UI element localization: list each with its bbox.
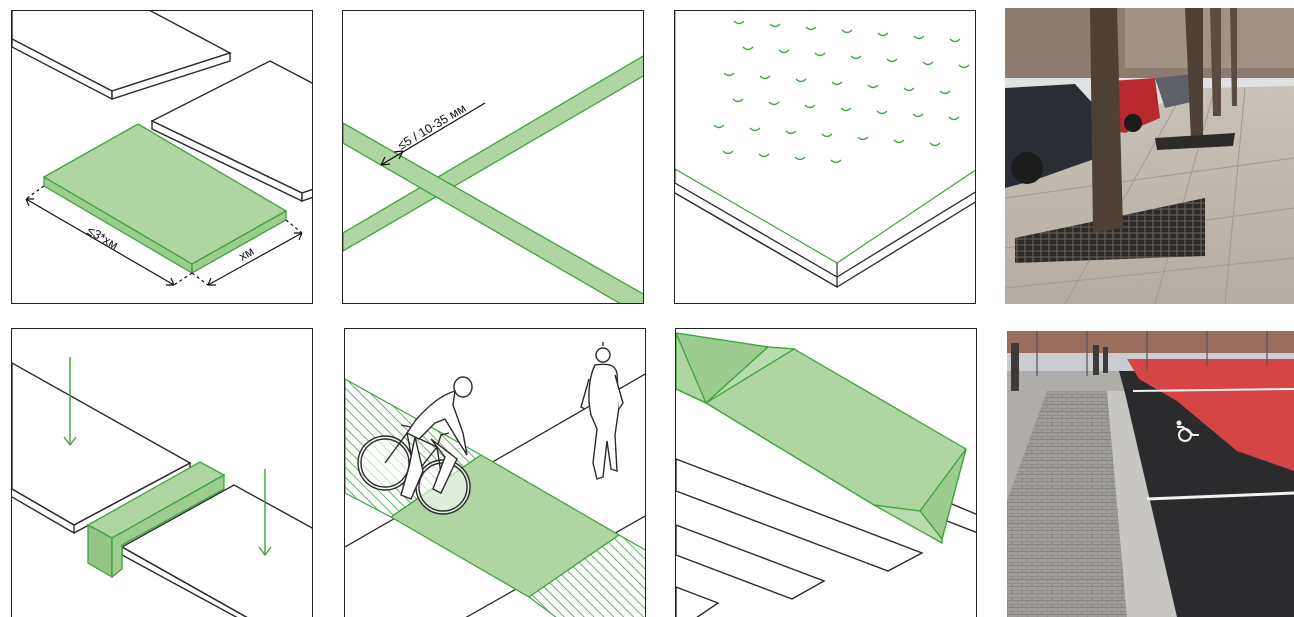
panel-tactile-surface	[674, 10, 976, 304]
photo-tree-grate-sidewalk	[1005, 8, 1294, 304]
textured-slab-top	[675, 11, 976, 263]
panel-level-difference	[11, 328, 313, 617]
crosswalk-stripe	[676, 587, 718, 617]
ramp-highlight	[676, 333, 966, 543]
panel-slab-dimensions: ≤3*хм хм	[11, 10, 313, 304]
panel-curb-ramp	[675, 328, 977, 617]
panel-joint-width: ≤5 / 10-35 мм	[342, 10, 644, 304]
slab-width-label: хм	[237, 244, 257, 264]
joint-gap-label: ≤5 / 10-35 мм	[395, 101, 468, 153]
photo-bike-lane-curb	[1007, 331, 1294, 617]
pedestrian-icon	[581, 342, 623, 479]
paving-slab-top-left	[12, 11, 230, 91]
panel-bike-crossing	[344, 328, 646, 617]
